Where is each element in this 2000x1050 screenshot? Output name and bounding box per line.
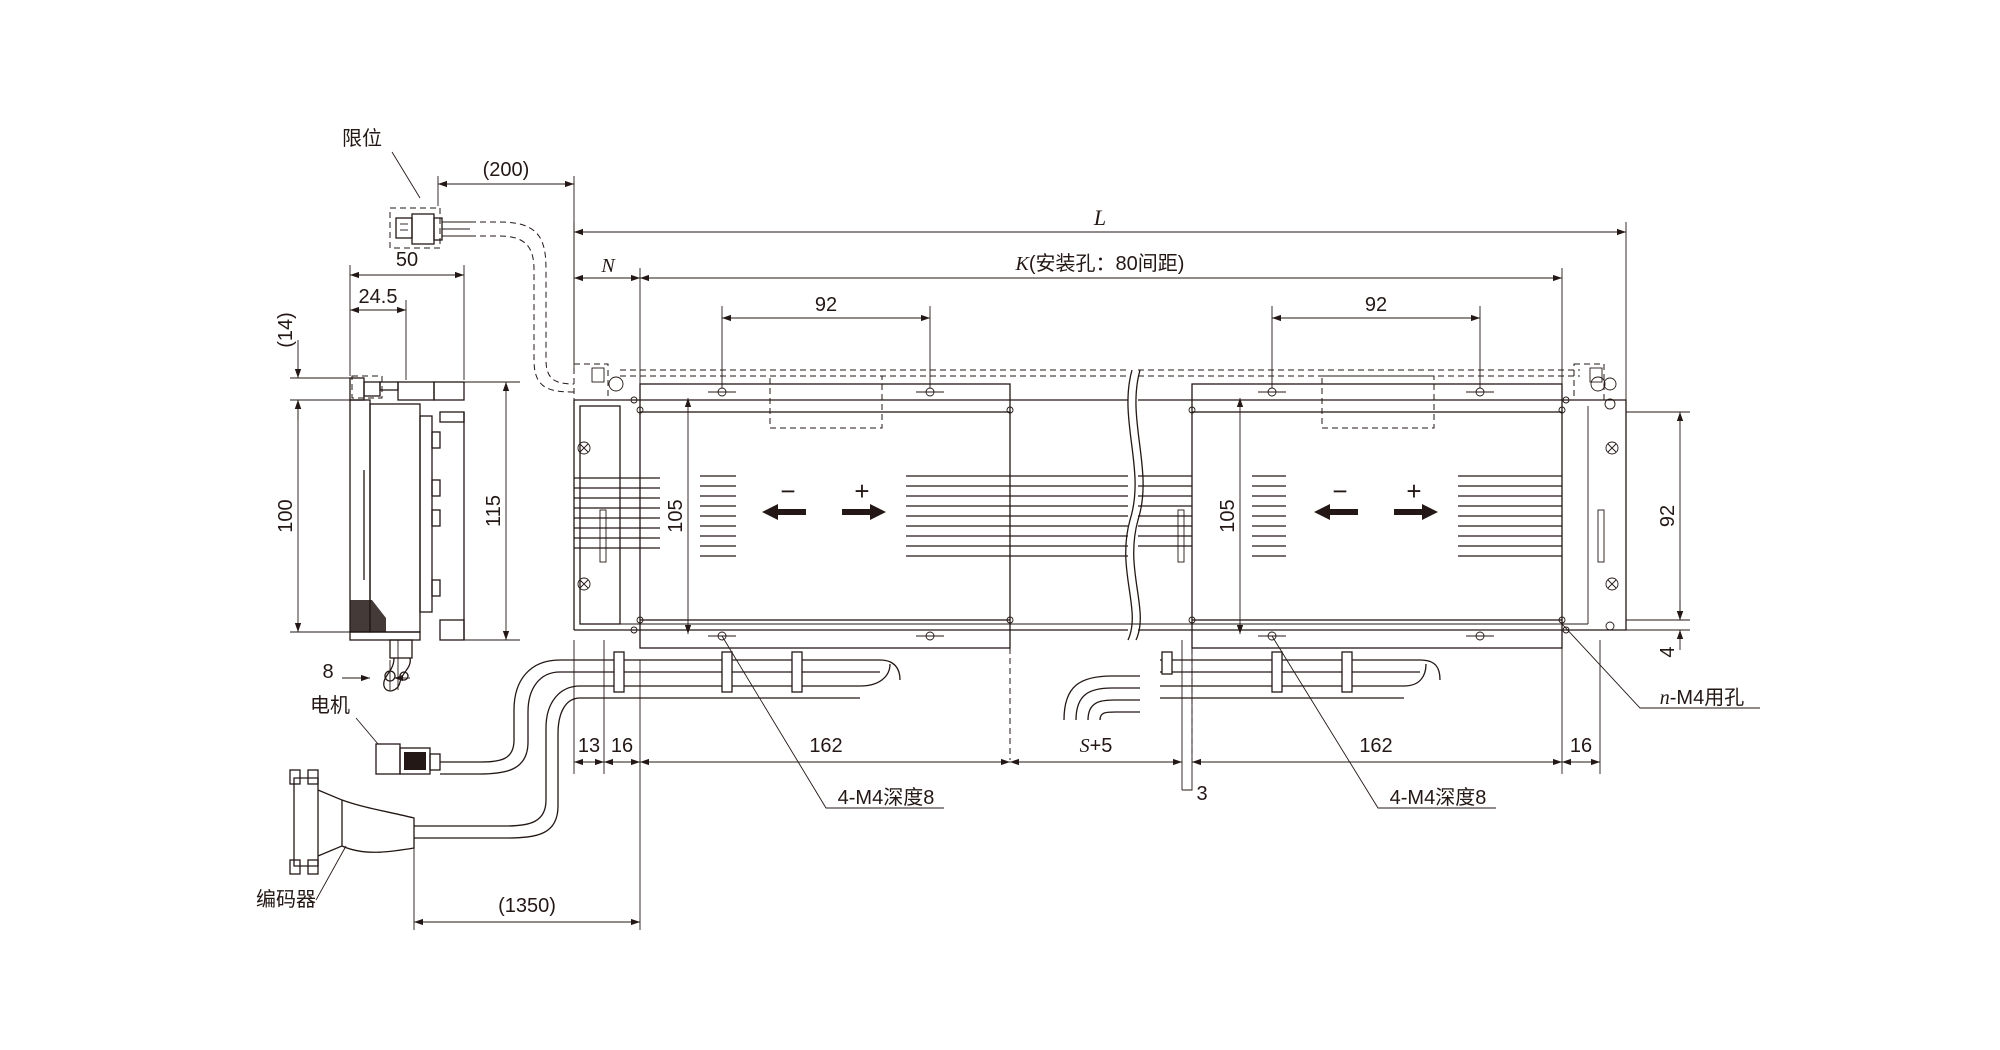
dim-S-plus-5: S+5 <box>1080 735 1113 757</box>
tapped-note-left: 4-M4深度8 <box>838 786 935 809</box>
dim-K-letter: K <box>1015 253 1031 275</box>
dim-100: 100 <box>275 499 297 532</box>
cables: 电机 编码器 <box>256 651 1441 911</box>
dim-3: 3 <box>1196 783 1207 805</box>
direction-arrows: − + − + <box>762 476 1438 520</box>
mount-hole-count: n <box>1660 687 1670 709</box>
dim-105-right: 105 <box>1217 499 1239 532</box>
minus-sign-right: − <box>1332 476 1347 506</box>
top-view: − + − + <box>573 363 1627 760</box>
dim-50: 50 <box>396 249 418 271</box>
plus-sign-left: + <box>854 476 869 506</box>
dim-92-side: 92 <box>1657 505 1679 527</box>
side-view <box>349 375 465 692</box>
top-view-dimensions: L N K(安装孔：80间距) 92 92 105 105 92 4 <box>413 205 1760 930</box>
dim-1350: (1350) <box>498 895 556 917</box>
side-view-dimensions: 50 24.5 (14) 100 115 8 <box>275 249 520 690</box>
motor-label: 电机 <box>310 694 350 717</box>
dim-N: N <box>600 255 616 277</box>
dim-K-note: (安装孔：80间距) <box>1029 252 1185 275</box>
limit-label: 限位 <box>342 127 382 150</box>
limit-cable: 限位 (200) <box>342 127 575 393</box>
plus-sign-right: + <box>1406 476 1421 506</box>
dim-200: (200) <box>483 159 530 181</box>
dim-16-right: 16 <box>1570 735 1592 757</box>
mount-hole-spec: -M4用孔 <box>1670 686 1744 709</box>
tapped-note-right: 4-M4深度8 <box>1390 786 1487 809</box>
dim-4: 4 <box>1657 646 1679 657</box>
minus-sign-left: − <box>780 476 795 506</box>
dim-92-left: 92 <box>815 294 837 316</box>
dim-105-left: 105 <box>665 499 687 532</box>
dim-13: 13 <box>578 735 600 757</box>
magnet-stripes <box>574 475 1562 557</box>
mount-hole-note: n-M4用孔 <box>1660 686 1744 709</box>
dim-16-left: 16 <box>611 735 633 757</box>
dim-14: (14) <box>275 312 297 348</box>
dim-92-right: 92 <box>1365 294 1387 316</box>
dim-K: K(安装孔：80间距) <box>1015 252 1185 275</box>
dim-L: L <box>1093 205 1106 230</box>
dim-115: 115 <box>483 495 505 527</box>
dim-162-right: 162 <box>1359 735 1392 757</box>
dim-24-5: 24.5 <box>359 286 398 308</box>
dim-162-left: 162 <box>809 735 842 757</box>
dim-S-suffix: +5 <box>1090 735 1113 757</box>
dim-S-letter: S <box>1080 735 1090 757</box>
dim-8: 8 <box>322 661 333 683</box>
encoder-label: 编码器 <box>256 888 316 911</box>
